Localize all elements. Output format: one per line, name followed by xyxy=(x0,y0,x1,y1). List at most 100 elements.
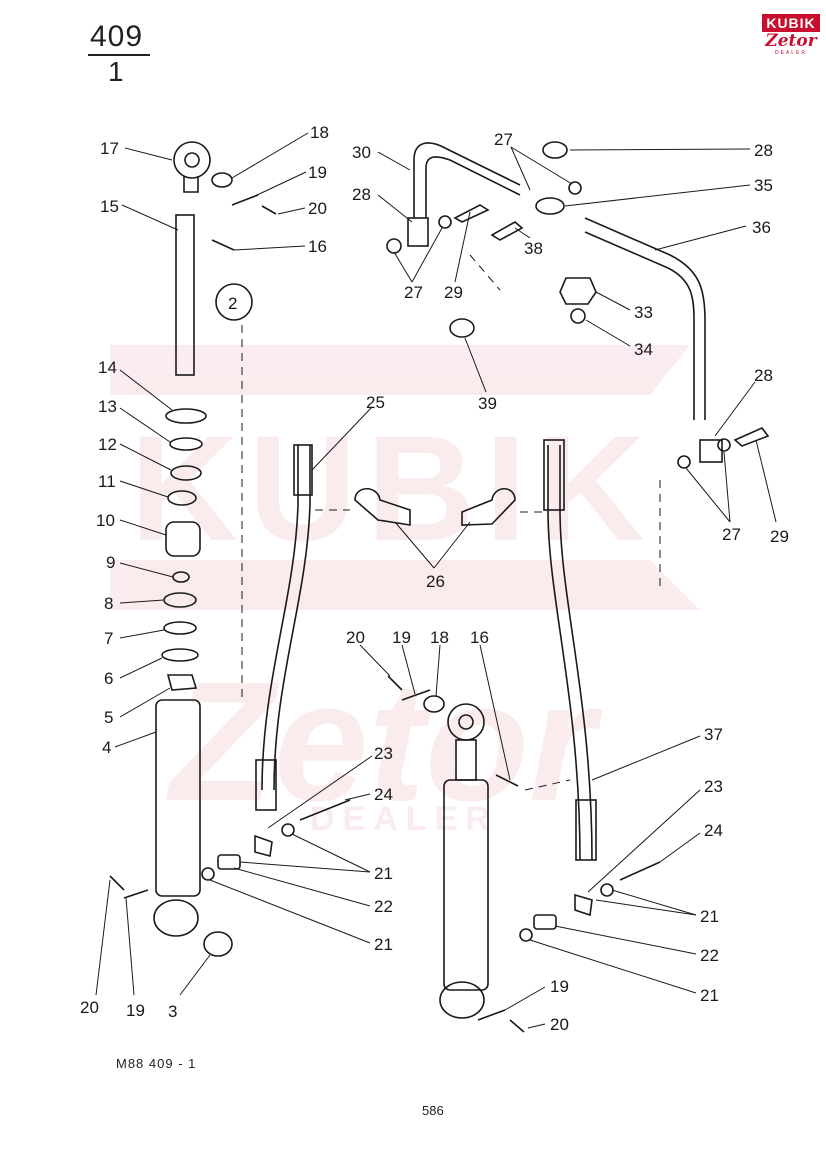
rod-eye-17-neck xyxy=(183,176,199,193)
callout-24a: 24 xyxy=(374,785,393,804)
leader-26b xyxy=(433,521,471,569)
bolt-29-right xyxy=(733,427,770,447)
callout-4: 4 xyxy=(102,738,111,757)
leader-21c-b xyxy=(595,899,697,916)
callout-20d: 20 xyxy=(550,1015,569,1034)
logo-tag: DEALER xyxy=(774,50,807,56)
callout-21a: 21 xyxy=(374,864,393,883)
callout-12: 12 xyxy=(98,435,117,454)
leader-22b xyxy=(554,925,697,955)
leader-12 xyxy=(119,443,172,471)
callout-18b: 18 xyxy=(430,628,449,647)
hose-37 xyxy=(547,445,581,861)
callout-21c: 21 xyxy=(700,907,719,926)
ball-34 xyxy=(570,308,586,324)
cylinder-body-right xyxy=(443,779,489,991)
callout-22a: 22 xyxy=(374,897,393,916)
leader-19c xyxy=(401,644,416,695)
leader-37 xyxy=(591,735,701,781)
circlip-14 xyxy=(165,408,207,424)
callout-30: 30 xyxy=(352,143,371,162)
callout-3: 3 xyxy=(168,1002,177,1021)
clip-39 xyxy=(449,318,475,338)
assembly-line-top xyxy=(469,254,501,291)
callout-19d: 19 xyxy=(550,977,569,996)
leader-26a xyxy=(394,521,435,569)
washer-21-left-a xyxy=(281,823,295,837)
hose-37-outer xyxy=(559,445,593,861)
logo-maker: Zetor xyxy=(765,31,817,51)
leader-29a xyxy=(454,211,471,283)
callout-33: 33 xyxy=(634,303,653,322)
leader-17 xyxy=(124,147,173,161)
leader-28c xyxy=(714,381,756,437)
leader-33 xyxy=(595,291,631,311)
watermark-maker: Zetor xyxy=(166,647,603,837)
leader-11 xyxy=(119,480,169,498)
callout-19c: 19 xyxy=(392,628,411,647)
pipe-36-outer xyxy=(584,231,695,420)
leader-39 xyxy=(464,337,487,393)
callout-28a: 28 xyxy=(352,185,371,204)
rod-eye-17 xyxy=(173,141,211,179)
leader-18 xyxy=(231,132,309,179)
leader-27c-b xyxy=(723,451,731,523)
bolt-29-top xyxy=(453,204,490,223)
grease-nipple-20-top xyxy=(261,205,277,215)
callout-17: 17 xyxy=(100,139,119,158)
leader-27c xyxy=(685,467,731,523)
washer-27-left xyxy=(386,238,402,254)
callout-19a: 19 xyxy=(308,163,327,182)
leader-3 xyxy=(179,954,211,996)
callout-35: 35 xyxy=(754,176,773,195)
leader-35 xyxy=(564,184,751,207)
leader-20c xyxy=(359,644,391,677)
callout-15: 15 xyxy=(100,197,119,216)
bolt-24-right xyxy=(619,861,661,881)
drawing-code: M88 409 - 1 xyxy=(116,1056,197,1071)
washer-18-right xyxy=(423,695,445,713)
leader-28a xyxy=(377,194,413,223)
washer-27-right-a xyxy=(677,455,691,469)
spacer-22-right xyxy=(533,914,557,930)
callout-20a: 20 xyxy=(308,199,327,218)
washer-27-top xyxy=(568,181,582,195)
page-number: 586 xyxy=(422,1103,444,1118)
callout-20b: 20 xyxy=(80,998,99,1017)
washer-27-left-b xyxy=(438,215,452,229)
leader-21a-b xyxy=(291,833,371,873)
grease-nipple-20-mid xyxy=(387,675,403,691)
bushing-11 xyxy=(167,490,197,506)
callout-labels: 17 18 19 20 15 16 2 14 13 12 11 10 9 8 7… xyxy=(80,123,789,1034)
watermark-tag: DEALER xyxy=(310,800,498,838)
nut-33 xyxy=(559,277,597,305)
washer-21-left-b xyxy=(201,867,215,881)
hose-25-fitting-bottom xyxy=(255,759,277,811)
callout-37: 37 xyxy=(704,725,723,744)
callout-36: 36 xyxy=(752,218,771,237)
banjo-35 xyxy=(535,197,565,215)
pipe-30-outer xyxy=(425,156,521,218)
leader-9 xyxy=(119,562,174,578)
dealer-logo: KUBIK Zetor DEALER xyxy=(762,14,820,64)
watermark-brand: KUBIK xyxy=(130,404,655,572)
leader-10 xyxy=(119,519,167,536)
leader-8 xyxy=(119,599,165,604)
hose-25-outer xyxy=(273,445,311,791)
washer-21-right-a xyxy=(600,883,614,897)
callout-5: 5 xyxy=(104,708,113,727)
callout-34: 34 xyxy=(634,340,653,359)
leader-21b xyxy=(209,879,371,944)
rod-eye-17-bore xyxy=(184,152,200,168)
leader-21a xyxy=(239,861,371,873)
leader-27a xyxy=(393,251,413,283)
piston-rod-15 xyxy=(175,214,195,376)
watermark-band-top xyxy=(110,345,690,395)
leader-27a-b xyxy=(411,227,443,283)
part-drawings xyxy=(109,141,770,1033)
leader-6 xyxy=(119,657,163,679)
pipe-36 xyxy=(584,217,706,420)
cylinder-eye-bottom-right xyxy=(439,981,485,1019)
leader-5 xyxy=(119,687,171,718)
